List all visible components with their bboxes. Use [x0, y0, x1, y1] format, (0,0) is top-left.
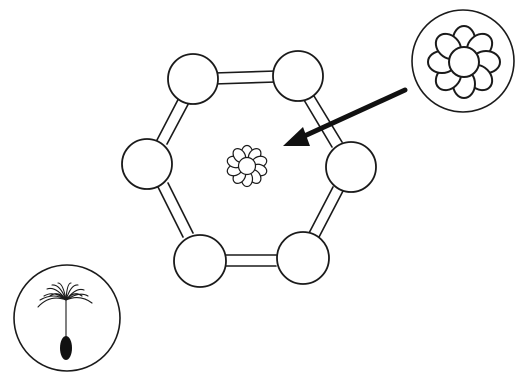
pappus-filament	[49, 293, 67, 301]
flower-center	[448, 46, 480, 78]
arrow-icon	[283, 87, 408, 146]
connector-br-b	[307, 186, 334, 236]
inset-seed-frame	[13, 264, 121, 372]
connector-tr-b	[303, 99, 333, 148]
connector-tl-b	[166, 96, 193, 145]
ring-circle-bottom-right	[276, 231, 330, 285]
ring-circle-bottom-left	[173, 234, 227, 288]
center-flower-icon	[226, 144, 268, 188]
pappus-filament	[57, 282, 67, 301]
arrow-head	[283, 127, 310, 146]
pappus-filament	[65, 293, 83, 301]
pappus-filament	[65, 282, 72, 301]
connector-top-b	[213, 81, 277, 85]
ring-connectors	[156, 70, 344, 267]
arrow-shaft	[297, 87, 408, 141]
inset-seed	[13, 264, 121, 372]
connector-br-a	[317, 190, 344, 240]
connector-tr-a	[313, 95, 343, 143]
pappus-filament	[65, 297, 93, 304]
pappus-filament	[37, 297, 67, 308]
ring-nodes	[121, 50, 377, 288]
flower-icon	[427, 25, 501, 99]
inset-flower	[411, 9, 515, 113]
ring-circle-right	[325, 141, 377, 193]
pappus-filament	[65, 284, 79, 301]
ring-circle-top-left	[167, 53, 219, 105]
connector-bl-a	[157, 186, 184, 238]
connector-top-a	[213, 70, 277, 74]
ring-circle-left	[121, 138, 173, 190]
ring-circle-top-right	[272, 50, 324, 102]
connector-tl-a	[156, 91, 183, 141]
flower-center	[237, 156, 257, 176]
seed-body	[60, 336, 72, 360]
connector-bl-b	[167, 182, 194, 234]
dandelion-seed-icon	[37, 282, 93, 339]
